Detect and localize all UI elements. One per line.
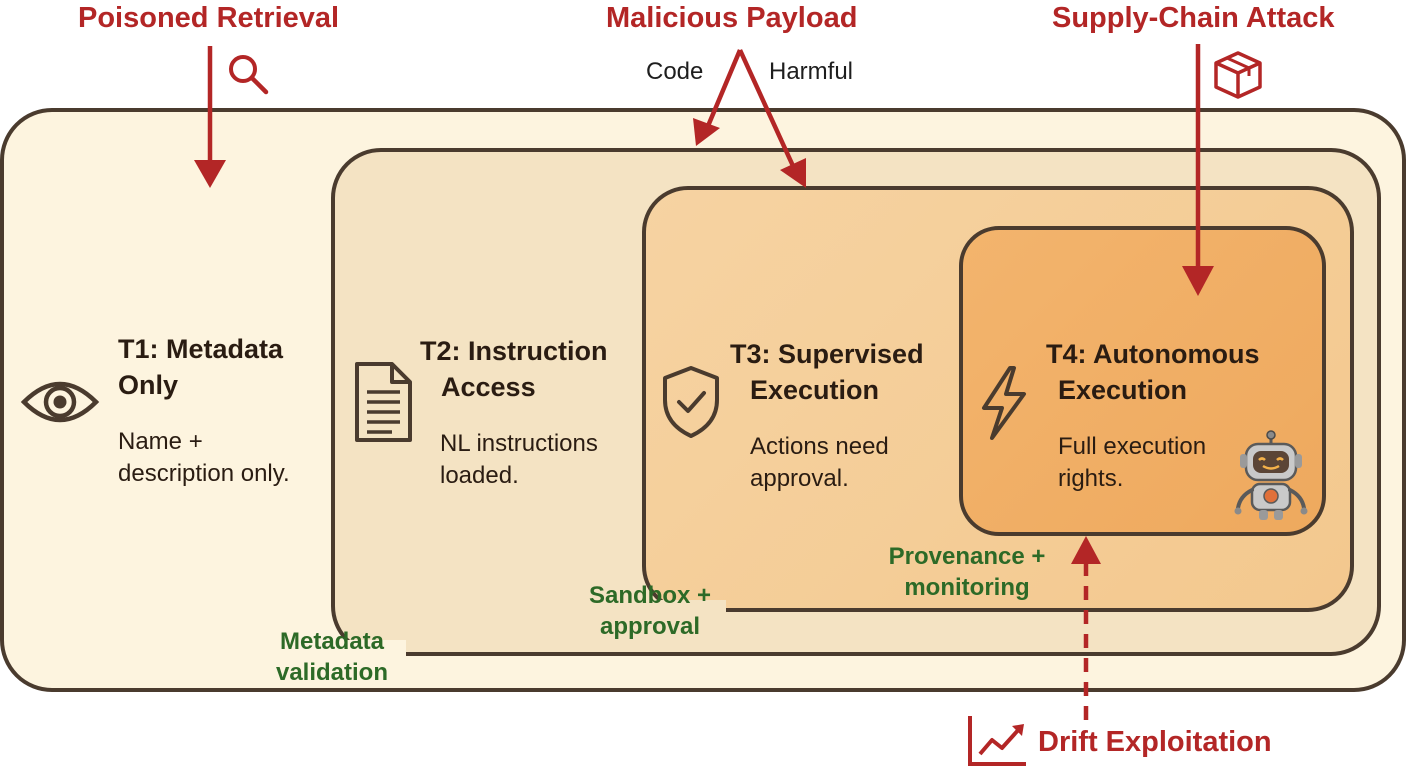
trend-chart-icon — [966, 714, 1028, 773]
border-gap — [258, 640, 406, 670]
payload-branch-code: Code — [646, 58, 704, 85]
tier-1-description: Name +description only. — [118, 428, 290, 487]
robot-icon — [1232, 430, 1310, 531]
threat-poisoned-retrieval: Poisoned Retrieval — [78, 2, 340, 34]
threat-supply-chain: Supply-Chain Attack — [1052, 2, 1335, 34]
document-icon — [352, 360, 416, 449]
control-sandbox-approval: Sandbox +approval — [588, 582, 712, 640]
threat-drift-exploitation: Drift Exploitation — [1038, 726, 1272, 758]
threat-malicious-payload: Malicious Payload — [606, 2, 858, 34]
payload-branch-harmful: Harmful — [769, 58, 854, 85]
shield-check-icon — [660, 364, 722, 445]
package-icon — [1212, 50, 1264, 105]
control-provenance-monitoring: Provenance +monitoring — [888, 543, 1046, 601]
border-gap — [580, 600, 726, 628]
eye-icon — [20, 372, 100, 437]
lightning-icon — [978, 364, 1030, 447]
magnifier-icon — [226, 52, 270, 101]
